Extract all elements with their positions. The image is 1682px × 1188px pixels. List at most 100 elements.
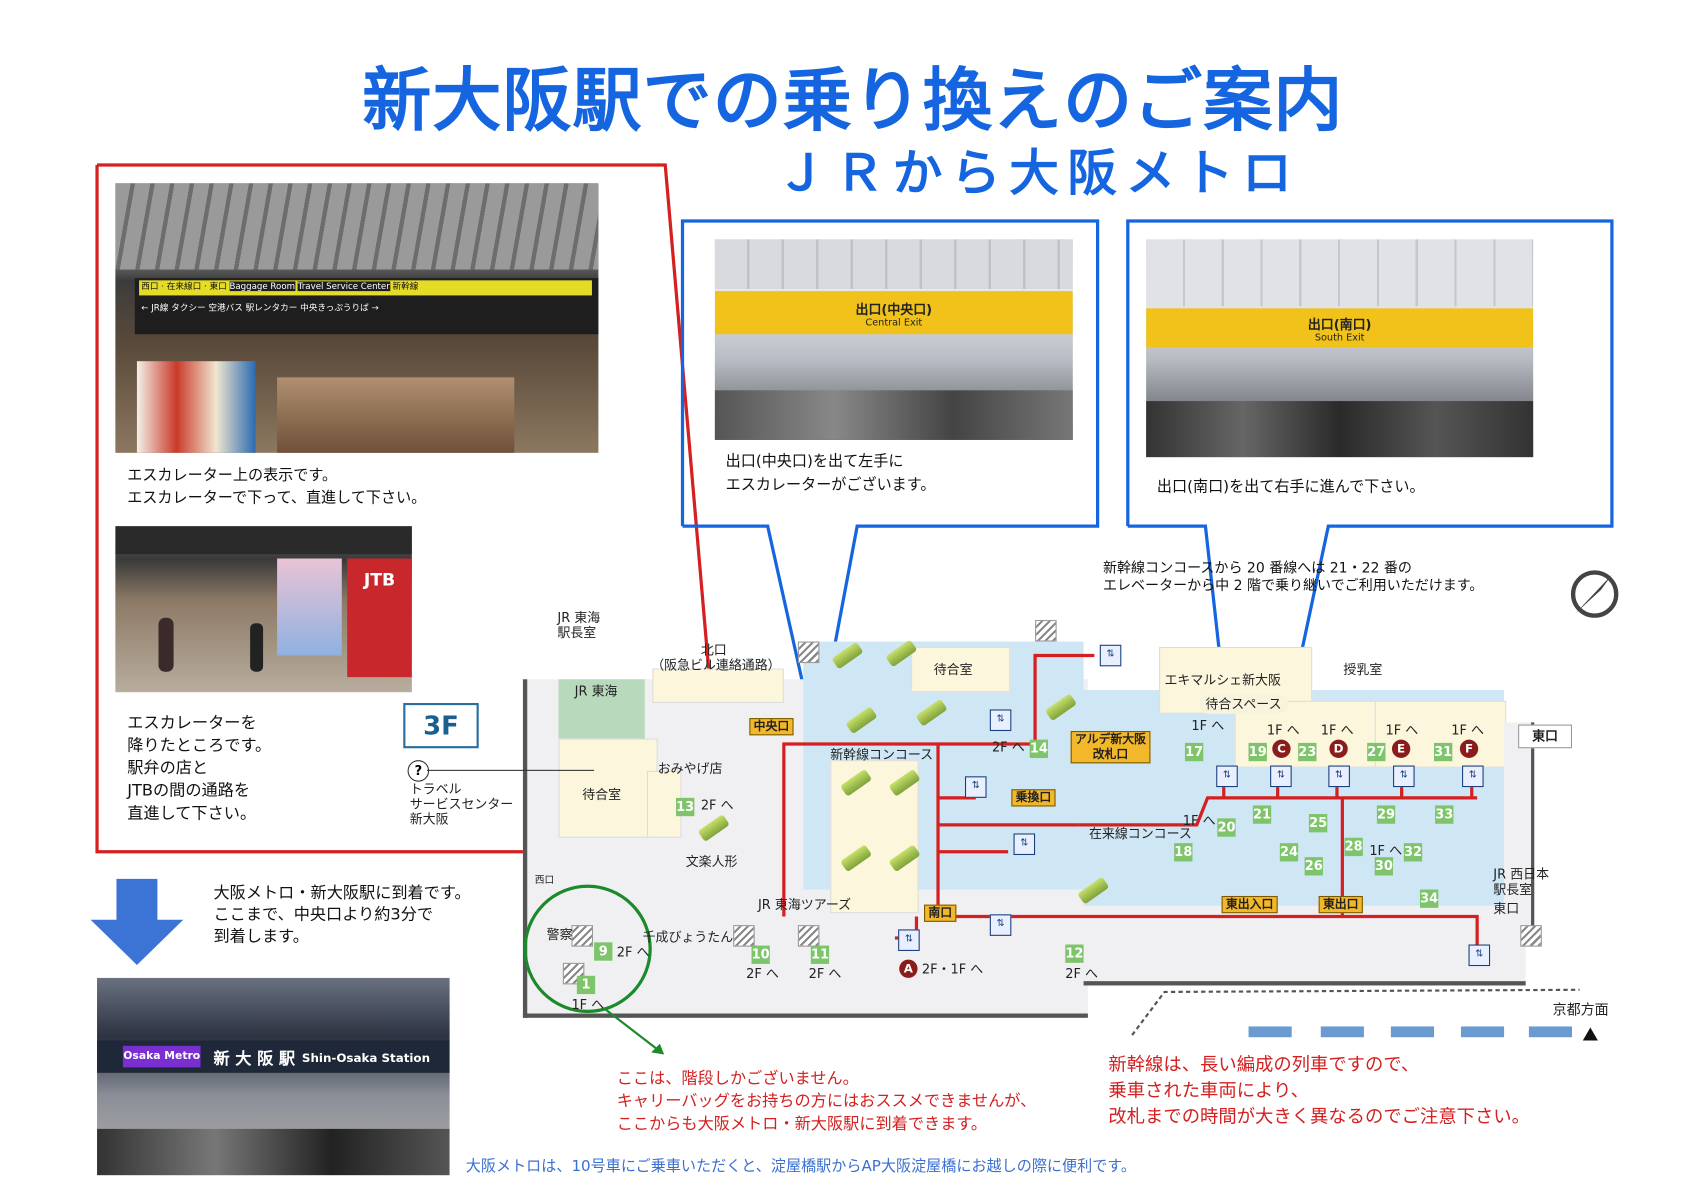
platform-badge: 1 [576,975,596,995]
platform-badge: 11 [810,945,830,964]
floor-mark: 2F へ [700,797,734,813]
stairs-icon [733,925,755,947]
note-line: 乗車された車両により、 [1108,1080,1309,1102]
sign-text: Baggage Room [229,281,296,292]
elevator-icon: ⇅ [989,914,1012,936]
platform-badge: 30 [1374,857,1394,876]
stairs-only-note: ここは、階段しかございません。 キャリーバッグをお持ちの方にはおススメできません… [617,1067,1037,1135]
note-line: 新幹線コンコースから 20 番線へは 21・22 番の [1102,560,1412,577]
label-jr-tours: JR 東海ツアーズ [757,897,852,913]
elevator-icon: ⇅ [1393,765,1415,788]
platform-badge: 26 [1304,857,1323,876]
label-sennari: 千成びょうたん [642,929,734,945]
platform-badge: 12 [1065,944,1084,963]
gate-east-out: 東出口 [1318,895,1363,914]
label-waiting-room-left: 待合室 [582,787,622,803]
escalator-sign-photo: 西口 · 在来線口 · 東口 Baggage Room Travel Servi… [115,183,599,453]
blue-callout-south [1126,219,1614,907]
sign-text: JR線 [151,302,169,313]
platform-badge: 21 [1252,805,1272,824]
sign-text: タクシー [171,302,206,313]
label-waiting-room-top: 待合室 [933,662,973,678]
floor-mark: 1F へ [1191,718,1225,734]
osaka-metro-logo: Osaka Metro [122,1045,201,1068]
note-line: 改札までの時間が大きく異なるのでご注意下さい。 [1108,1106,1530,1128]
elevator-icon: ⇅ [1270,765,1292,788]
caption-line: 駅弁の店と [127,757,209,778]
leader-line [426,769,595,771]
label-east-exit-box: 東口 [1518,724,1573,749]
floor-mark: 1F へ [571,997,605,1013]
elevator-icon: ⇅ [1216,765,1238,788]
stairs-only-circle [523,884,652,1013]
note-line: ここからも大阪メトロ・新大阪駅に到着できます。 [616,1113,988,1134]
elevator-icon: ⇅ [989,709,1012,732]
label-jr-central-master: JR 東海駅長室 [557,610,601,641]
caption-line: エスカレーターを [127,712,257,733]
label-ekimarche: エキマルシェ新大阪 [1164,672,1281,688]
exit-badge: A [899,959,918,978]
label-nursing-room: 授乳室 [1343,662,1383,678]
label-north-exit: 北口 [700,642,727,658]
arrival-text: 大阪メトロ・新大阪駅に到着です。 ここまで、中央口より約3分で 到着します。 [213,882,470,947]
sign-text-en: South Exit [1314,333,1365,344]
page-title: 新大阪駅での乗り換えのご案内 [362,61,1344,142]
sign-text: 空港バス [208,302,243,313]
stairs-icon [797,925,820,947]
station-sign-en: Shin-Osaka Station [301,1051,431,1066]
note-line: ここは、階段しかございません。 [616,1068,859,1088]
sign-text: Travel Service Center [297,281,390,292]
gate-central: 中央口 [749,718,794,736]
caption-passage: エスカレーターを 降りたところです。 駅弁の店と JTBの間の通路を 直進して下… [127,712,271,825]
elevator-icon: ⇅ [1468,944,1491,967]
arrival-line: 到着します。 [213,926,309,946]
caption-central-2: エスカレーターがございます。 [725,476,936,494]
stairs-icon [1520,925,1542,947]
stairs-icon [571,925,594,947]
label-police: 警察 [546,927,573,943]
platform-badge: 31 [1434,742,1453,762]
elevator-icon: ⇅ [898,929,920,951]
label-waiting-space: 待合スペース [1198,694,1288,714]
sign-text: 新幹線 [392,281,419,292]
blue-callout-center [680,219,1100,745]
map-transfer-note: 新幹線コンコースから 20 番線へは 21・22 番の エレベーターから中 2 … [1103,561,1483,596]
footer-note: 大阪メトロは、10号車にご乗車いただくと、淀屋橋駅からAP大阪淀屋橋にお越しの際… [465,1157,1136,1176]
sign-text: 西口 [141,281,159,292]
platform-badge: 17 [1184,742,1204,762]
caption-line: 直進して下さい。 [127,803,257,823]
page-subtitle: ＪＲから大阪メトロ [776,143,1301,202]
label-shinkansen-concourse: 新幹線コンコース [830,747,934,763]
caption-escalator-sign-1: エスカレーター上の表示です。 [127,466,338,485]
caption-central-1: 出口(中央口)を出て左手に [725,452,904,471]
jtb-sign: JTB [347,558,412,678]
arrival-line: 大阪メトロ・新大阪駅に到着です。 [213,883,471,903]
platform-badge: 19 [1248,742,1267,762]
floor-mark: 1F へ [1182,812,1216,829]
label-bunraku: 文楽人形 [685,853,738,870]
info-question-icon: ? [407,760,430,782]
floor-mark: 2F へ [746,966,779,982]
gate-south: 南口 [924,904,957,922]
floor-mark: 2F・1F へ [921,961,984,977]
central-exit-photo: 出口(中央口) Central Exit [714,239,1073,440]
platform-badge: 23 [1298,742,1317,762]
arrival-line: ここまで、中央口より約3分で [213,904,434,925]
label-zairaisen-concourse: 在来線コンコース [1088,825,1192,841]
platform-badge: 28 [1344,837,1363,857]
note-line: キャリーバッグをお持ちの方にはおススメできませんが、 [616,1091,1037,1111]
platform-badge: 14 [1029,739,1049,758]
shinkansen-note: 新幹線は、長い編成の列車ですので、 乗車された車両により、 改札までの時間が大き… [1108,1052,1530,1130]
platform-badge: 27 [1367,742,1386,762]
label-souvenir: おみやげ店 [657,761,723,777]
caption-escalator-sign-2: エスカレーターで下って、直進して下さい。 [127,489,427,507]
floor-mark: 1F へ [1320,722,1354,738]
sign-text: 出口(中央口) [855,301,933,317]
south-exit-sign: 出口(南口) South Exit [1146,308,1534,348]
platform-badge: 13 [676,797,695,817]
label-east-exit: 東口 [1493,901,1520,917]
exit-badge: F [1459,739,1479,758]
caption-south: 出口(南口)を出て右手に進んで下さい。 [1156,478,1425,496]
floor-mark: 2F へ [991,739,1025,755]
